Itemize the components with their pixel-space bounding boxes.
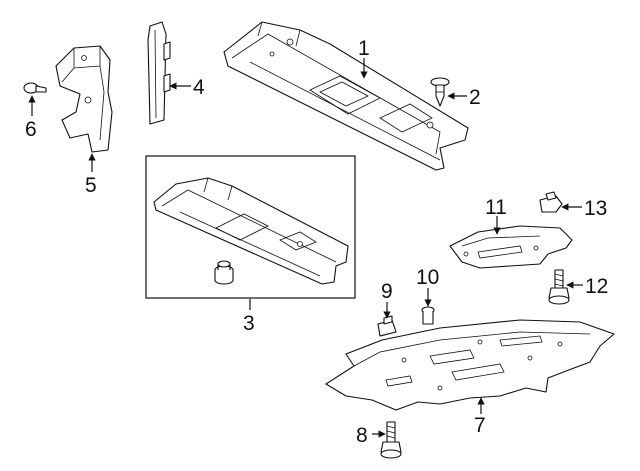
part-5-air-deflector xyxy=(55,45,113,153)
callout-2: 2 xyxy=(469,86,481,109)
leader-lines xyxy=(28,58,583,438)
part-7-splash-shield xyxy=(325,319,615,411)
part-6-clip xyxy=(23,82,47,94)
part-9-clip xyxy=(377,315,397,337)
part-12-bolt xyxy=(548,269,570,305)
callout-labels: 1 2 3 4 5 6 7 8 9 10 11 12 13 xyxy=(25,37,608,447)
part-1-radiator-cover xyxy=(223,21,469,171)
callout-13: 13 xyxy=(584,197,607,220)
part-8-bolt xyxy=(380,421,402,459)
callout-7: 7 xyxy=(474,414,486,437)
callout-4: 4 xyxy=(193,76,205,99)
part-10-push-pin xyxy=(421,306,435,325)
part-3-box xyxy=(145,155,356,299)
callout-5: 5 xyxy=(85,174,97,197)
callout-6: 6 xyxy=(25,118,37,141)
callout-3: 3 xyxy=(243,312,255,335)
part-13-clip-nut xyxy=(539,191,563,213)
part-11-small-shield xyxy=(449,225,573,269)
callout-11: 11 xyxy=(485,196,507,219)
part-2-push-clip xyxy=(430,77,450,107)
part-4-side-seal xyxy=(147,21,171,125)
callout-1: 1 xyxy=(358,37,370,60)
callout-12: 12 xyxy=(585,275,608,298)
callout-8: 8 xyxy=(356,424,368,447)
callout-10: 10 xyxy=(416,266,439,289)
callout-9: 9 xyxy=(381,280,393,303)
